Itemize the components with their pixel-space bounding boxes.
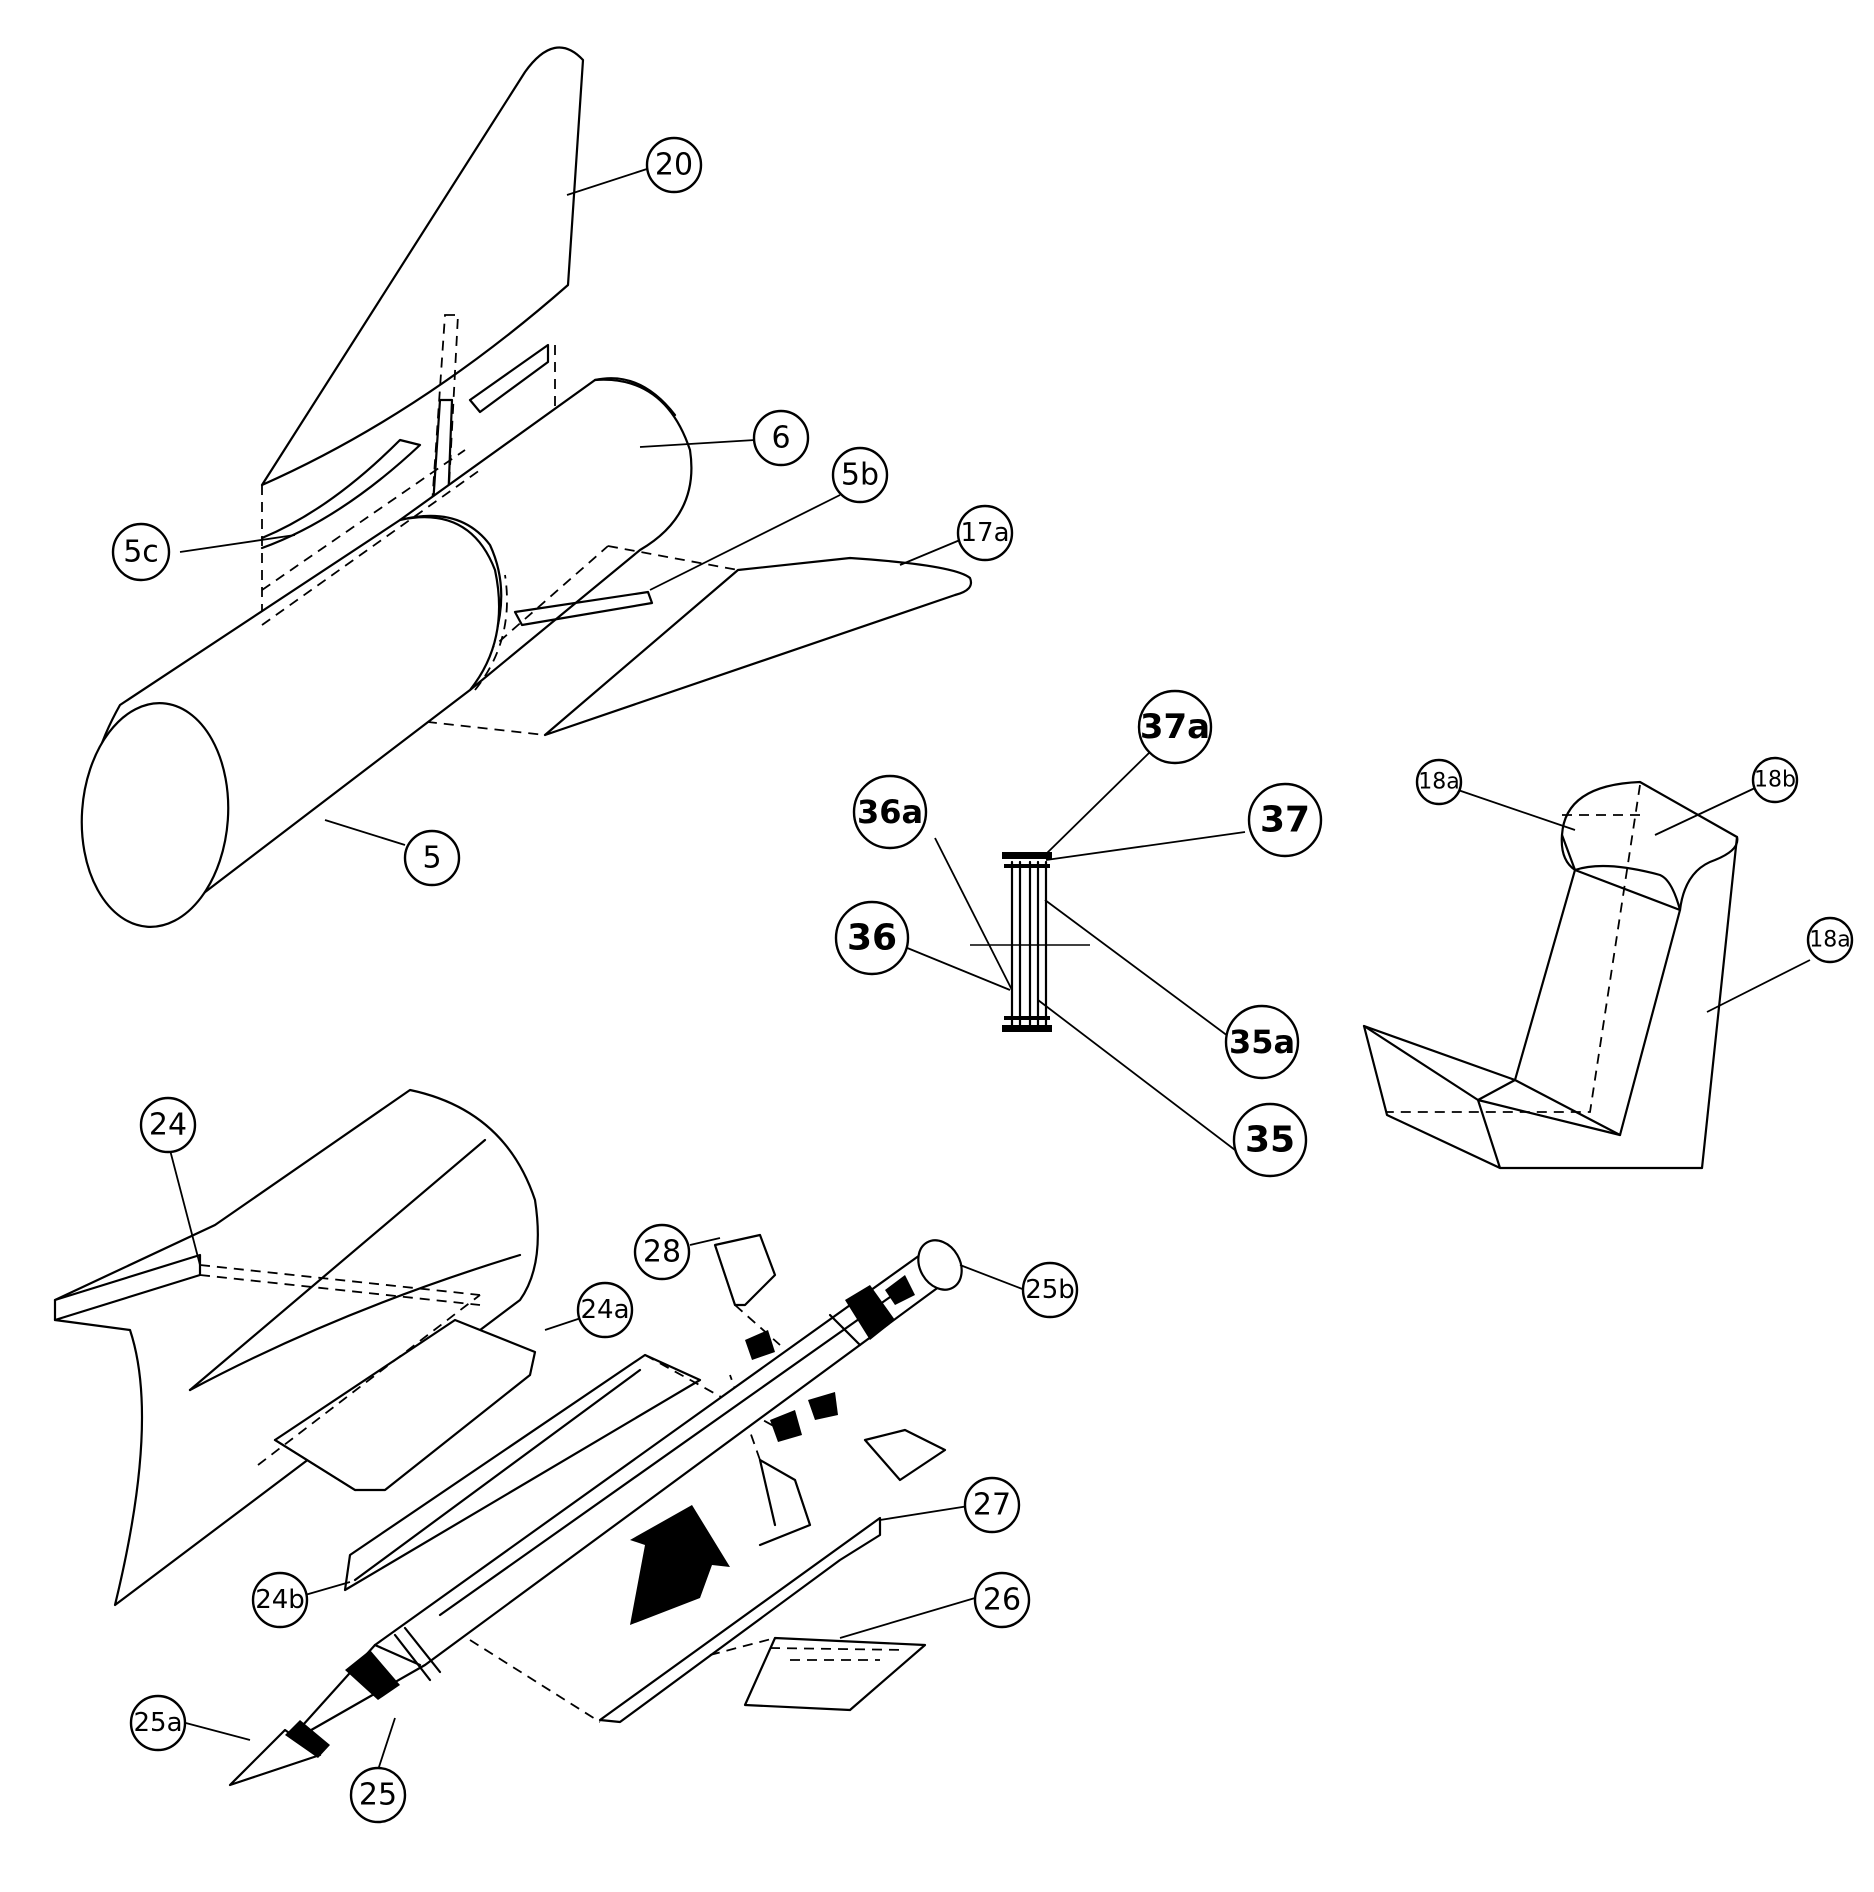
callout-5b: 5b <box>831 446 889 504</box>
callout-5-label: 5 <box>422 841 441 876</box>
callout-17a: 17a <box>956 504 1014 562</box>
callout-25a-label: 25a <box>133 1708 182 1738</box>
callout-18a-right-label: 18a <box>1809 928 1850 953</box>
callout-35: 35 <box>1232 1102 1308 1178</box>
callout-24b: 24b <box>251 1571 309 1629</box>
callout-36-label: 36 <box>847 918 897 959</box>
callout-6-label: 6 <box>771 421 790 456</box>
fin-part-28 <box>713 1233 777 1307</box>
callout-5c: 5c <box>111 522 171 582</box>
callout-37a-label: 37a <box>1140 707 1210 747</box>
callout-20: 20 <box>645 136 703 194</box>
nose-part-24 <box>53 1088 539 1607</box>
callout-27-label: 27 <box>973 1488 1011 1523</box>
callout-18b: 18b <box>1751 756 1799 804</box>
callout-25b: 25b <box>1021 1261 1079 1319</box>
callout-24-label: 24 <box>149 1108 187 1143</box>
wing-part-17a <box>543 556 973 737</box>
seat-drawing <box>1362 780 1739 1170</box>
callout-25a: 25a <box>129 1694 187 1752</box>
strut-part-5b <box>513 590 654 627</box>
callout-18a-right: 18a <box>1806 916 1854 964</box>
callout-25b-label: 25b <box>1025 1275 1075 1305</box>
callout-27: 27 <box>963 1476 1021 1534</box>
callout-37a: 37a <box>1137 689 1213 765</box>
callout-20-label: 20 <box>655 148 693 183</box>
callout-26: 26 <box>973 1571 1031 1629</box>
callout-28-label: 28 <box>643 1235 681 1270</box>
callout-35-label: 35 <box>1245 1120 1295 1161</box>
callout-35a-label: 35a <box>1229 1023 1295 1061</box>
callout-28: 28 <box>633 1223 691 1281</box>
callout-35a: 35a <box>1224 1004 1300 1080</box>
assembly-direction-arrow <box>630 1505 730 1625</box>
fin-part-26 <box>743 1636 927 1712</box>
callout-5c-label: 5c <box>123 535 159 570</box>
rear-cylinder-part-6 <box>398 378 693 692</box>
callout-36a-label: 36a <box>857 793 923 831</box>
callout-18a-top: 18a <box>1415 758 1463 806</box>
callout-24b-label: 24b <box>255 1585 305 1615</box>
callout-36: 36 <box>834 900 910 976</box>
callout-37: 37 <box>1247 782 1323 858</box>
callout-6: 6 <box>752 409 810 467</box>
nose-section-drawing <box>53 1088 963 1787</box>
callout-25: 25 <box>349 1766 407 1824</box>
callout-24a-label: 24a <box>580 1295 629 1325</box>
callout-24: 24 <box>139 1096 197 1154</box>
tail-fin-part-20 <box>260 46 585 487</box>
callout-17a-label: 17a <box>960 518 1009 548</box>
callout-37-label: 37 <box>1260 800 1310 841</box>
callout-5: 5 <box>403 829 461 887</box>
callout-24a: 24a <box>576 1281 634 1339</box>
callout-5b-label: 5b <box>841 458 879 493</box>
callout-26-label: 26 <box>983 1583 1021 1618</box>
seat-back <box>1362 780 1739 1170</box>
rod-assembly-drawing <box>970 852 1090 1032</box>
callout-25-label: 25 <box>359 1778 397 1813</box>
wing-panel-part-27 <box>598 1516 882 1724</box>
callout-36a: 36a <box>852 774 928 850</box>
callout-18a-top-label: 18a <box>1418 770 1459 795</box>
callout-18b-label: 18b <box>1754 768 1796 793</box>
fuselage-section-drawing <box>80 46 973 928</box>
